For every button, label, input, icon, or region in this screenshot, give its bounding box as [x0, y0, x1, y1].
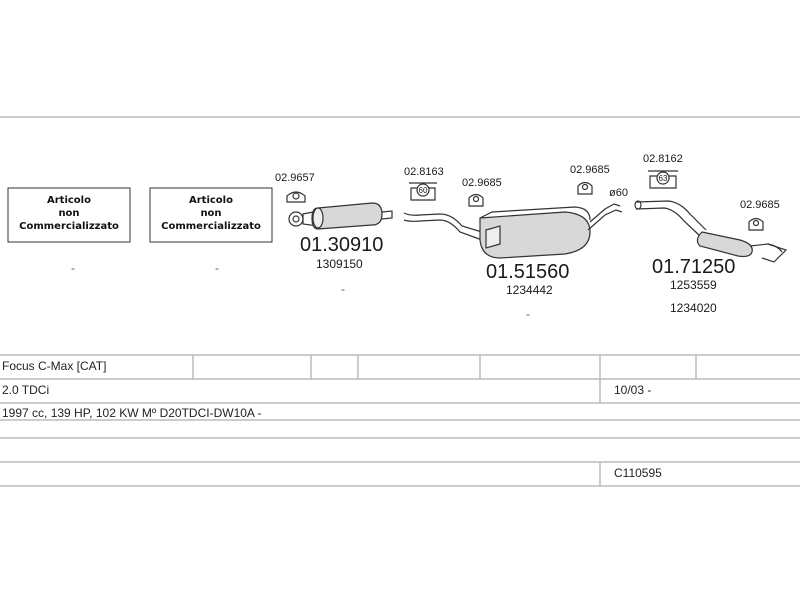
- middle-silencer-oe: 1234442: [506, 283, 553, 297]
- middle-silencer-code: 01.51560: [486, 261, 569, 283]
- fitting-02-9657-label: 02.9657: [275, 172, 315, 184]
- gasket-rear-icon: 63: [648, 170, 678, 189]
- clamp-mid-icon: [468, 193, 484, 207]
- clamp-mid2-icon: [577, 181, 593, 195]
- engine-specs: 1997 cc, 139 HP, 102 KW Mº D20TDCI-DW10A…: [2, 406, 262, 420]
- front-pipe-icon: [288, 202, 393, 230]
- model-name: Focus C-Max [CAT]: [2, 359, 107, 373]
- front-pipe-oe: 1309150: [316, 257, 363, 271]
- fitting-02-8162-label: 02.8162: [643, 153, 683, 165]
- diameter-label: ø60: [609, 187, 628, 199]
- gasket-mid-num: 60: [419, 186, 428, 195]
- middle-silencer-icon: [403, 203, 623, 259]
- production-date: 10/03 -: [614, 383, 652, 397]
- unavailable-box-2: Articolo non Commercializzato: [149, 187, 273, 243]
- box-1-below: -: [71, 261, 75, 275]
- box-1-line3: Commercializzato: [19, 221, 119, 232]
- middle-silencer-below: -: [526, 307, 530, 321]
- fitting-02-8163-label: 02.8163: [404, 166, 444, 178]
- box-1-line2: non: [58, 208, 79, 219]
- box-2-line3: Commercializzato: [161, 221, 261, 232]
- spec-table-lines: [0, 354, 800, 487]
- clamp-rear-icon: [748, 217, 764, 231]
- rear-silencer-icon: [634, 200, 788, 263]
- rear-silencer-oe-2: 1234020: [670, 301, 717, 315]
- front-pipe-below: -: [341, 282, 345, 296]
- unavailable-box-1: Articolo non Commercializzato: [7, 187, 131, 243]
- box-2-line2: non: [200, 208, 221, 219]
- box-1-line1: Articolo: [47, 195, 91, 206]
- engine-name: 2.0 TDCi: [2, 383, 50, 397]
- kit-code: C110595: [614, 466, 662, 480]
- box-2-line1: Articolo: [189, 195, 233, 206]
- box-2-below: -: [215, 261, 219, 275]
- gasket-rear-num: 63: [659, 174, 668, 183]
- gasket-icon: 60: [409, 182, 437, 201]
- fitting-02-9685-mid2-label: 02.9685: [570, 164, 610, 176]
- rear-silencer-oe-1: 1253559: [670, 278, 717, 292]
- fitting-02-9685-mid-label: 02.9685: [462, 177, 502, 189]
- rear-silencer-code: 01.71250: [652, 256, 735, 278]
- clamp-icon: [286, 191, 306, 203]
- front-pipe-code: 01.30910: [300, 234, 383, 256]
- fitting-02-9685-rear-label: 02.9685: [740, 199, 780, 211]
